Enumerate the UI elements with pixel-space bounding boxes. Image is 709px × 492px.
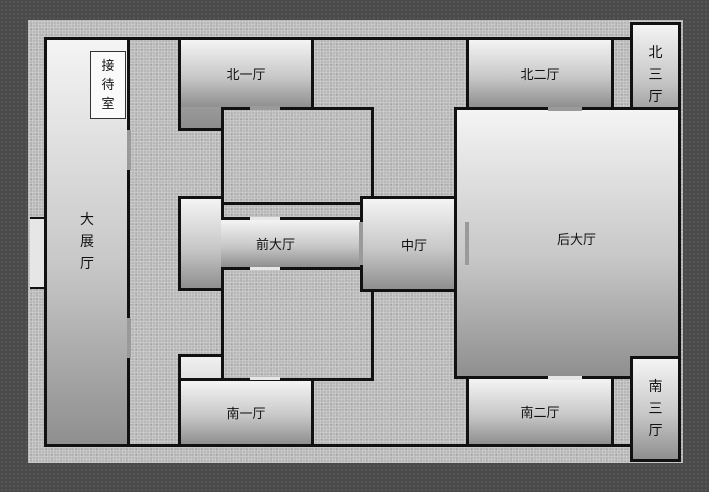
south-three-char-3: 厅 [648,423,663,439]
room-rear-hall[interactable]: 后大厅 [454,107,681,379]
north-one-tab [178,107,224,131]
room-front-hall[interactable] [178,196,224,291]
entrance [30,217,46,289]
south-corridor [221,289,374,381]
room-south-three-label: 南 三 厅 [649,376,663,442]
north-three-char-1: 北 [648,44,663,61]
room-north-two-label: 北二厅 [520,68,560,83]
door-big-exhibition-upper [127,130,131,170]
door-south-two [548,376,582,380]
reception-char-1: 接 [101,58,115,74]
north-three-char-3: 厅 [648,88,663,105]
room-rear-hall-label: 后大厅 [556,232,596,248]
south-one-tab [178,354,224,380]
door-north-two [548,107,582,111]
reception-char-2: 待 [101,77,115,93]
room-south-two-label: 南二厅 [520,406,560,421]
south-three-char-1: 南 [648,379,663,395]
door-front-hall-bottom [250,267,280,270]
room-north-one[interactable]: 北一厅 [178,37,314,110]
room-front-hall-label: 前大厅 [255,238,295,253]
room-north-two[interactable]: 北二厅 [466,37,614,110]
door-front-hall-top [250,217,280,220]
room-middle-hall-label: 中厅 [400,238,427,254]
north-three-char-2: 三 [648,66,663,83]
reception-char-3: 室 [101,96,115,112]
door-front-middle [359,222,363,265]
south-three-char-2: 三 [648,401,663,417]
big-exhibition-char-2: 展 [80,234,94,250]
room-middle-hall[interactable]: 中厅 [360,196,468,292]
big-exhibition-char-3: 厅 [80,256,94,272]
room-reception-label: 接 待 室 [101,57,114,114]
big-exhibition-char-1: 大 [80,212,94,228]
room-south-two[interactable]: 南二厅 [466,376,614,447]
room-reception[interactable]: 接 待 室 [90,51,126,119]
room-south-one[interactable]: 南一厅 [178,378,314,447]
door-middle-rear [465,222,469,265]
room-south-three[interactable]: 南 三 厅 [630,356,681,462]
door-big-exhibition-lower [127,318,131,358]
room-front-hall-main[interactable]: 前大厅 [221,217,363,270]
north-corridor [221,107,374,205]
room-big-exhibition-label: 大 展 厅 [80,209,94,275]
door-north-one [250,106,280,110]
door-south-one [250,377,280,380]
room-south-one-label: 南一厅 [226,407,266,422]
room-north-one-label: 北一厅 [226,68,266,83]
room-north-three-label: 北 三 厅 [649,42,663,108]
